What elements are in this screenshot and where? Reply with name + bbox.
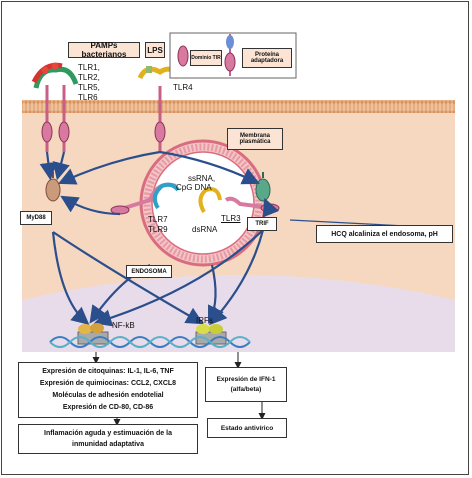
result-left-line: inmunidad adaptativa [72,441,144,448]
trif-label: TRIF [247,217,277,231]
result-right-box: Estado antivírico [207,418,287,438]
outcome-line-bold: Expresión de CD-80, CD-86 [62,404,154,411]
outcome-line-rest: CCL2, CXCL8 [129,380,177,387]
myd88-glyph [45,178,61,202]
nucleus-region [22,275,455,352]
tlr9-label: TLR9 [148,225,168,234]
endosome-ring-pattern [143,143,263,263]
legend-tir-label: Dominio TIR [190,50,222,66]
endosome-lumen [151,151,255,255]
pamps-label: PAMPs bacterianos [68,41,140,59]
outcome-line: Moléculas de adhesión endotelial [52,390,163,402]
tlr3-label: TLR3 [221,214,241,223]
endosome-label: ENDOSOMA [126,265,172,278]
tlr-item: TLR1, [78,63,100,72]
dsrna-label: dsRNA [192,225,218,234]
legend-adapter-label: Proteína adaptadora [242,48,292,68]
outcome-right-line: Expresión de IFN-1 [216,375,276,383]
outcome-line: Expresión de citoquinas: IL-1, IL-6, TNF [42,366,173,378]
irfs-label: IRFs [196,316,213,325]
tlr-item: TLR2, [78,73,100,82]
myd88-label: MyD88 [20,211,52,225]
plasma-membrane [22,100,455,113]
trif-glyph [255,178,271,202]
tlr4-label: TLR4 [173,83,193,92]
tlr7-label: TLR7 [148,215,168,224]
nfkb-complex [77,323,109,345]
tlr-list: TLR1, TLR2, TLR5, TLR6 [78,63,100,103]
membrane-label: Membrana plasmática [227,128,283,150]
outcome-left-box: Expresión de citoquinas: IL-1, IL-6, TNF… [18,362,198,418]
hcq-label: HCQ alcaliniza el endosoma, pH [316,225,453,243]
tlr-item: TLR5, [78,83,100,92]
outcome-right-box: Expresión de IFN-1 (alfa/beta) [205,367,287,402]
outcome-line-rest: IL-1, IL-6, TNF [125,368,174,375]
outcome-right-line: (alfa/beta) [230,385,262,393]
ssrna-label: ssRNA, [188,174,216,183]
result-left-box: Inflamación aguda y estimuación de la in… [18,424,198,454]
tlr-item: TLR6 [78,93,98,102]
cpg-label: CpG DNA [176,183,212,192]
nfkb-label: NF-kB [112,321,135,330]
lps-label: LPS [145,42,165,58]
tlr3-glyph [224,196,273,210]
outcome-line: Expresión de CD-80, CD-86 [63,402,153,414]
outcome-line: Expresión de quimiocinas: CCL2, CXCL8 [40,378,176,390]
outcome-line-bold: Expresión de citoquinas: [42,368,126,375]
tlr2-receptor [31,62,79,152]
result-left-line: Inflamación aguda y estimuación de la [44,430,172,437]
outcome-line-bold: Moléculas de adhesión endotelial [52,392,164,399]
outcome-line-bold: Expresión de quimiocinas: [39,380,129,387]
